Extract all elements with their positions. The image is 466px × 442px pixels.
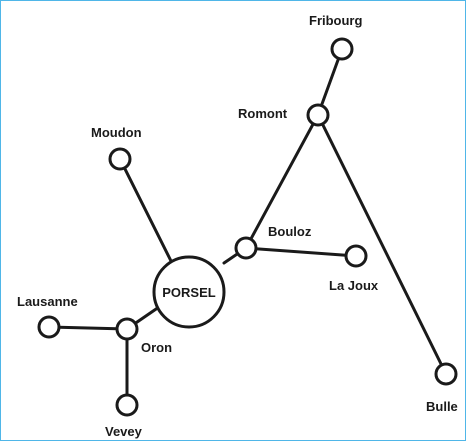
node-lausanne [37,315,61,339]
connections [47,47,448,407]
node-vevey [115,393,139,417]
edge-romont-bulle [316,113,448,376]
node-fribourg [330,37,354,61]
label-fribourg: Fribourg [309,13,362,28]
label-bulle: Bulle [426,399,458,414]
label-vevey: Vevey [105,424,143,439]
hub-label: PORSEL [162,285,216,300]
station-labels: PORSEL Fribourg Romont Moudon Bouloz La … [17,13,458,439]
node-romont [306,103,330,127]
edge-porsel-moudon [118,157,174,265]
label-oron: Oron [141,340,172,355]
node-moudon [108,147,132,171]
edge-romont-fribourg [316,47,344,117]
edge-bouloz-romont [244,113,320,250]
label-bouloz: Bouloz [268,224,312,239]
node-bouloz [234,236,258,260]
label-lausanne: Lausanne [17,294,78,309]
node-porsel-hub [152,255,226,329]
node-oron [115,317,139,341]
label-moudon: Moudon [91,125,142,140]
node-bulle [434,362,458,386]
edge-bouloz-lajoux [244,246,358,258]
stations [37,37,458,417]
label-lajoux: La Joux [329,278,379,293]
label-romont: Romont [238,106,288,121]
node-lajoux [344,244,368,268]
edge-oron-lausanne [47,325,129,331]
